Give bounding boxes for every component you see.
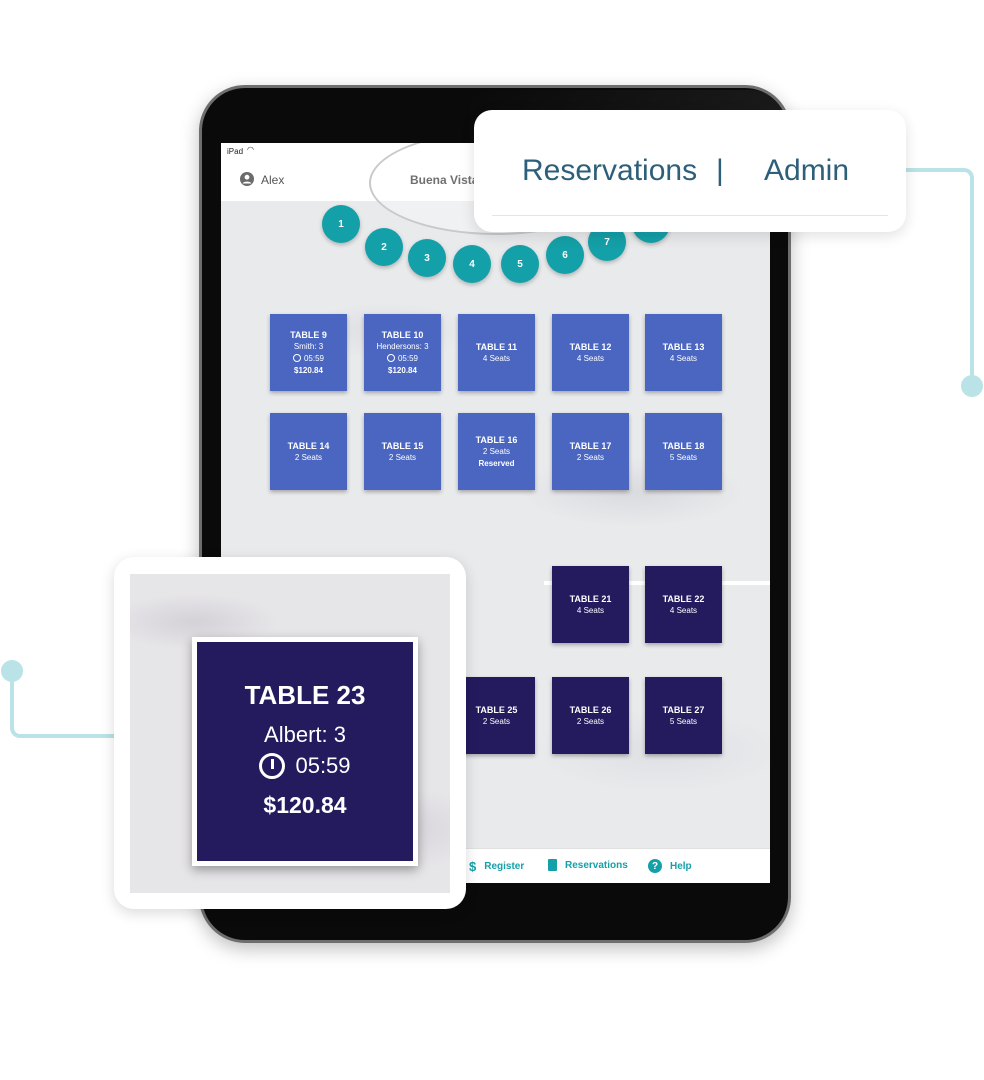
table-seats: 5 Seats <box>669 452 698 462</box>
table-seats: 4 Seats <box>482 353 511 363</box>
table-name: TABLE 11 <box>475 341 518 352</box>
table-name: TABLE 17 <box>569 440 612 451</box>
table-card[interactable]: TABLE 27 5 Seats <box>645 677 722 754</box>
nav-separator: | <box>716 154 724 187</box>
bar-seat[interactable]: 1 <box>322 205 360 243</box>
connector-line-right <box>906 168 974 387</box>
clock-icon <box>259 753 286 779</box>
table-status: Reserved <box>478 458 515 468</box>
device-label: iPad <box>227 147 244 156</box>
nav-reservations[interactable]: Reservations <box>548 859 628 871</box>
clock-icon <box>292 353 301 362</box>
table-name: TABLE 26 <box>569 704 612 715</box>
bar-seat[interactable]: 3 <box>408 239 446 277</box>
nav-label: Register <box>484 861 525 872</box>
table-total: $120.84 <box>294 365 323 375</box>
table-party: Smith: 3 <box>293 341 324 351</box>
table-name: TABLE 27 <box>662 704 705 715</box>
table-card[interactable]: TABLE 26 2 Seats <box>552 677 629 754</box>
table-card[interactable]: TABLE 11 4 Seats <box>458 314 535 391</box>
table-card[interactable]: TABLE 16 2 Seats Reserved <box>458 413 535 490</box>
table-total: $120.84 <box>388 365 417 375</box>
table-seats: 2 Seats <box>482 446 511 456</box>
table-name: TABLE 15 <box>381 440 424 451</box>
nav-reservations-link[interactable]: Reservations <box>522 154 698 187</box>
table-card[interactable]: TABLE 12 4 Seats <box>552 314 629 391</box>
table-card[interactable]: TABLE 17 2 Seats <box>552 413 629 490</box>
table-name: TABLE 13 <box>662 341 705 352</box>
book-icon <box>548 859 557 871</box>
nav-help[interactable]: ? Help <box>648 859 692 873</box>
callout-divider <box>492 215 888 216</box>
clock-icon <box>386 353 395 362</box>
tablet-screen: iPad ◠ Alex Buena Vista 1 2 3 4 5 6 7 TA… <box>221 143 770 883</box>
table-name: TABLE 23 <box>244 680 366 710</box>
table-name: TABLE 9 <box>290 329 327 340</box>
table-zoom-callout: TABLE 23 Albert: 3 05:59 $120.84 <box>114 557 466 909</box>
table-seats: 4 Seats <box>576 605 605 615</box>
table-seats: 2 Seats <box>294 452 323 462</box>
table-total: $120.84 <box>263 792 347 818</box>
nav-label: Help <box>670 860 692 872</box>
connector-dot-right <box>961 375 983 397</box>
table-seats: 4 Seats <box>576 353 605 363</box>
bar-seat[interactable]: 6 <box>546 236 584 274</box>
table-party: Hendersons: 3 <box>376 341 429 351</box>
table-time: 05:59 <box>303 353 325 363</box>
table-seats: 2 Seats <box>388 452 417 462</box>
table-card[interactable]: TABLE 18 5 Seats <box>645 413 722 490</box>
nav-register[interactable]: $ Register <box>469 859 524 874</box>
table-card-zoomed[interactable]: TABLE 23 Albert: 3 05:59 $120.84 <box>192 637 418 866</box>
table-party: Albert: 3 <box>264 722 346 747</box>
nav-callout: Reservations | Admin <box>474 110 906 232</box>
table-card[interactable]: TABLE 25 2 Seats <box>458 677 535 754</box>
help-icon: ? <box>648 859 662 873</box>
table-seats: 4 Seats <box>669 353 698 363</box>
zoom-background: TABLE 23 Albert: 3 05:59 $120.84 <box>130 574 450 893</box>
table-card[interactable]: TABLE 13 4 Seats <box>645 314 722 391</box>
table-seats: 2 Seats <box>576 452 605 462</box>
user-avatar-icon[interactable] <box>240 172 254 186</box>
table-name: TABLE 16 <box>475 434 518 445</box>
connector-dot-left <box>1 660 23 682</box>
table-card[interactable]: TABLE 21 4 Seats <box>552 566 629 643</box>
dollar-icon: $ <box>469 859 477 874</box>
nav-label: Reservations <box>565 859 628 871</box>
table-card[interactable]: TABLE 22 4 Seats <box>645 566 722 643</box>
bar-seat[interactable]: 2 <box>365 228 403 266</box>
connector-line-left <box>10 668 124 738</box>
table-name: TABLE 25 <box>475 704 518 715</box>
nav-admin-link[interactable]: Admin <box>764 154 850 187</box>
table-name: TABLE 14 <box>287 440 330 451</box>
table-name: TABLE 12 <box>569 341 612 352</box>
table-card[interactable]: TABLE 9 Smith: 3 05:59 $120.84 <box>270 314 347 391</box>
table-card[interactable]: TABLE 10 Hendersons: 3 05:59 $120.84 <box>364 314 441 391</box>
table-card[interactable]: TABLE 14 2 Seats <box>270 413 347 490</box>
table-name: TABLE 18 <box>662 440 705 451</box>
table-time: 05:59 <box>295 753 351 778</box>
table-name: TABLE 21 <box>569 593 612 604</box>
bar-seat[interactable]: 4 <box>453 245 491 283</box>
user-name[interactable]: Alex <box>261 173 285 187</box>
bar-seat[interactable]: 5 <box>501 245 539 283</box>
table-name: TABLE 10 <box>381 329 424 340</box>
table-name: TABLE 22 <box>662 593 705 604</box>
table-seats: 4 Seats <box>669 605 698 615</box>
table-seats: 5 Seats <box>669 716 698 726</box>
table-time: 05:59 <box>397 353 419 363</box>
table-seats: 2 Seats <box>482 716 511 726</box>
wifi-icon: ◠ <box>247 145 254 154</box>
table-timer: 05:59 <box>197 753 413 779</box>
table-card[interactable]: TABLE 15 2 Seats <box>364 413 441 490</box>
table-seats: 2 Seats <box>576 716 605 726</box>
floor-plan: 1 2 3 4 5 6 7 TABLE 9 Smith: 3 05:59 $12… <box>221 143 770 848</box>
